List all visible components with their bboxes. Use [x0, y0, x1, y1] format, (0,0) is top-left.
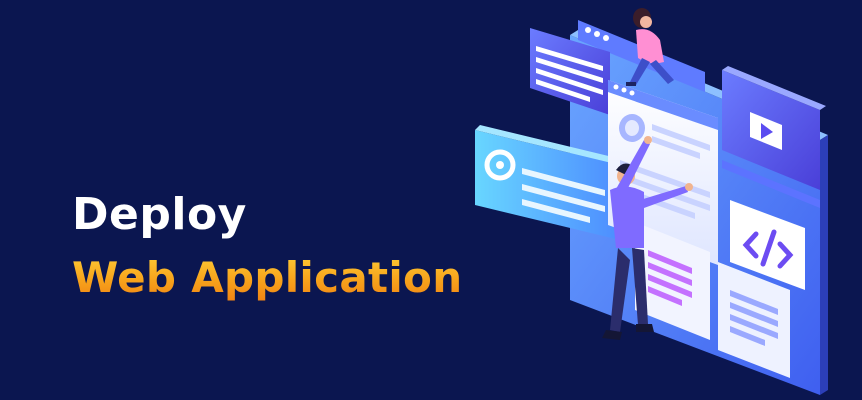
headline-line-web-application: Web Application	[72, 250, 462, 306]
code-card	[730, 200, 805, 290]
code-tag-icon	[742, 229, 794, 269]
text-card-top-left	[530, 28, 610, 115]
settings-gear-icon	[484, 149, 516, 181]
isometric-illustration	[475, 8, 828, 395]
document-card-right	[718, 262, 790, 378]
headline: Deploy Web Application	[72, 186, 462, 306]
text-document-icon	[648, 250, 692, 306]
headline-line-deploy: Deploy	[72, 189, 247, 240]
settings-panel	[475, 125, 625, 240]
document-card-left	[635, 222, 710, 340]
profile-avatar-icon	[619, 114, 645, 142]
video-play-icon	[750, 112, 782, 150]
woman-figure	[626, 8, 674, 86]
video-panel	[722, 66, 826, 208]
man-figure	[602, 136, 693, 340]
